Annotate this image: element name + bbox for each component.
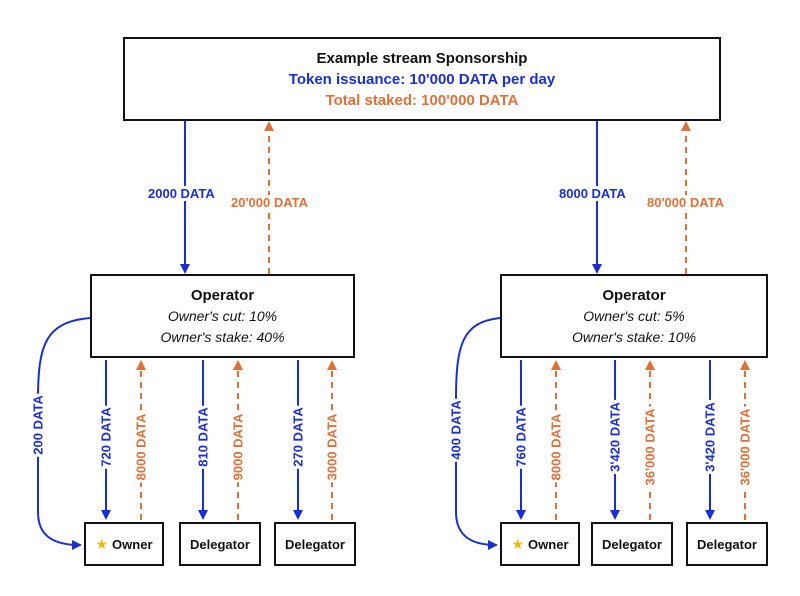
- left-delegator1-label: Delegator: [190, 536, 250, 552]
- right-delegator2-label: Delegator: [697, 536, 757, 552]
- right-owner-reward-label: 760 DATA: [513, 405, 529, 469]
- star-icon: ★: [95, 535, 109, 552]
- owner-cut-arrow-left: [37, 317, 91, 550]
- left-owner-cut-flow-label: 200 DATA: [30, 393, 46, 457]
- right-owner-stake: Owner's stake: 10%: [571, 328, 697, 345]
- right-owner-stake-label: 8000 DATA: [548, 411, 564, 483]
- left-delegator1-box: Delegator: [179, 522, 261, 566]
- left-delegator1-reward-label: 810 DATA: [195, 405, 211, 469]
- left-owner-label: Owner: [112, 536, 153, 552]
- left-reward-in-label: 2000 DATA: [147, 186, 216, 201]
- sponsorship-title: Example stream Sponsorship: [316, 49, 528, 67]
- right-delegator2-reward-label: 3'420 DATA: [702, 400, 718, 474]
- right-delegator1-stake-label: 36'000 DATA: [642, 406, 658, 488]
- right-delegator1-label: Delegator: [602, 536, 662, 552]
- right-owner-cut: Owner's cut: 5%: [583, 307, 685, 324]
- right-delegator2-box: Delegator: [686, 522, 768, 566]
- left-delegator2-stake-label: 3000 DATA: [324, 411, 340, 483]
- left-operator-title: Operator: [190, 286, 255, 304]
- right-operator-title: Operator: [602, 286, 666, 304]
- sponsorship-box: Example stream Sponsorship Token issuanc…: [123, 37, 721, 121]
- token-issuance: Token issuance: 10'000 DATA per day: [288, 70, 556, 88]
- star-icon: ★: [511, 535, 525, 552]
- left-stake-out-label: 20'000 DATA: [230, 195, 310, 210]
- left-owner-cut: Owner's cut: 10%: [167, 307, 278, 324]
- left-delegator1-stake-label: 9000 DATA: [230, 411, 246, 483]
- right-owner-cut-flow-label: 400 DATA: [448, 398, 464, 462]
- left-delegator2-label: Delegator: [285, 536, 345, 552]
- right-delegator1-reward-label: 3'420 DATA: [607, 400, 623, 474]
- total-staked: Total staked: 100'000 DATA: [325, 91, 519, 109]
- right-reward-in-label: 8000 DATA: [558, 186, 627, 201]
- right-delegator1-box: Delegator: [591, 522, 673, 566]
- right-delegator2-stake-label: 36'000 DATA: [737, 406, 753, 488]
- left-owner-stake: Owner's stake: 40%: [160, 328, 285, 345]
- left-delegator2-box: Delegator: [274, 522, 356, 566]
- right-owner-box: ★ Owner: [500, 522, 580, 566]
- left-owner-reward-label: 720 DATA: [98, 405, 114, 469]
- left-delegator2-reward-label: 270 DATA: [290, 405, 306, 469]
- right-owner-label: Owner: [528, 536, 569, 552]
- left-owner-box: ★ Owner: [84, 522, 164, 566]
- left-owner-stake-label: 8000 DATA: [133, 411, 149, 483]
- right-operator-box: Operator Owner's cut: 5% Owner's stake: …: [500, 274, 768, 358]
- right-stake-out-label: 80'000 DATA: [646, 195, 726, 210]
- left-operator-box: Operator Owner's cut: 10% Owner's stake:…: [90, 274, 355, 358]
